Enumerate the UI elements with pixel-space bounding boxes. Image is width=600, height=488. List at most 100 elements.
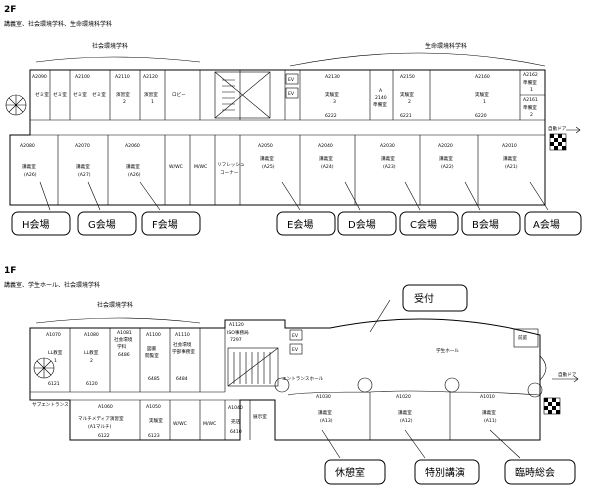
venue-b: B会場 — [461, 181, 521, 236]
svg-text:A2040: A2040 — [318, 143, 333, 149]
svg-text:1: 1 — [483, 99, 486, 105]
restroom-w-2f: W/WC — [169, 164, 183, 170]
svg-text:講義室: 講義室 — [398, 409, 412, 416]
svg-text:講義室: 講義室 — [482, 409, 496, 416]
venue-d: D会場 — [337, 181, 397, 236]
svg-text:受付: 受付 — [414, 292, 434, 305]
entrance-hall: エントランスホール — [282, 376, 324, 382]
floor2-dept-social: 社会環境学科 — [92, 42, 128, 50]
room-a1070: A1070 LL教室 1 6121 — [46, 332, 63, 387]
svg-text:A会場: A会場 — [533, 218, 560, 231]
svg-text:2: 2 — [408, 99, 411, 105]
svg-text:6485: 6485 — [148, 376, 160, 382]
stairwell-2f — [214, 71, 271, 119]
venue-g: G会場 — [77, 181, 137, 236]
svg-text:(A27): (A27) — [78, 172, 91, 178]
svg-text:ゼミ室: ゼミ室 — [92, 91, 106, 98]
svg-text:A: A — [379, 88, 383, 94]
lecture-a2010: A2010 講義室 (A21) — [502, 143, 518, 170]
svg-text:学部事務室: 学部事務室 — [172, 348, 195, 355]
svg-text:前庭: 前庭 — [518, 334, 528, 341]
floor1-dept-social: 社会環境学科 — [97, 301, 133, 309]
floor2-subtitle: 講義室、社会環境学科、生命環境科学科 — [4, 20, 112, 28]
svg-text:LL教室: LL教室 — [84, 349, 99, 356]
svg-text:2: 2 — [123, 99, 126, 105]
callout-rest: 休憩室 — [321, 429, 386, 485]
callout-special: 特別講演 — [404, 429, 480, 485]
svg-text:ISO事務局: ISO事務局 — [227, 329, 249, 336]
svg-text:(A24): (A24) — [321, 164, 334, 170]
lobby-2f: ロビー — [172, 91, 186, 98]
svg-text:A1081: A1081 — [117, 330, 132, 336]
svg-text:2: 2 — [90, 358, 93, 364]
room-a2162: A2162 準備室 1 — [523, 72, 538, 93]
room-a2160: A2160 実験室 1 6220 — [475, 74, 490, 119]
svg-text:社会環境: 社会環境 — [173, 341, 192, 348]
room-a1060: A1060 マルチメディア演習室 (A1マルチ) 6122 — [78, 404, 124, 439]
lecture-a2080: A2080 講義室 (A26) — [20, 143, 37, 178]
svg-text:学科: 学科 — [117, 343, 127, 350]
svg-text:A1070: A1070 — [46, 332, 61, 338]
svg-text:A2080: A2080 — [20, 143, 35, 149]
room-a1040: A1040 売店 6410 — [228, 405, 243, 435]
lecture-a1010: A1010 講義室 (A11) — [480, 394, 497, 424]
svg-text:H会場: H会場 — [22, 218, 50, 231]
svg-text:売店: 売店 — [231, 418, 241, 425]
room-a2140: A 2140 準備室 — [373, 88, 387, 108]
elevator-2f-1 — [285, 73, 299, 85]
svg-text:A2120: A2120 — [143, 74, 158, 80]
svg-text:3: 3 — [333, 99, 336, 105]
lecture-a2070: A2070 講義室 (A27) — [75, 143, 91, 178]
svg-text:A2160: A2160 — [475, 74, 490, 80]
floor2-dept-life: 生命環境科学科 — [425, 42, 467, 50]
svg-text:6222: 6222 — [325, 113, 337, 119]
room-a1080: A1080 LL教室 2 6120 — [84, 332, 99, 387]
svg-text:コーナー: コーナー — [220, 170, 239, 176]
svg-text:(A22): (A22) — [441, 164, 454, 170]
svg-text:6410: 6410 — [230, 429, 242, 435]
svg-text:A2161: A2161 — [523, 97, 538, 103]
venue-e: E会場 — [276, 181, 336, 236]
lecture-a2060: A2060 講義室 (A26) — [125, 143, 141, 178]
room-a1100: A1100 図書 閲覧室 6485 — [145, 332, 161, 382]
floor2-title: 2F — [4, 5, 16, 15]
exit-1f-label: 自動ドア — [558, 371, 577, 378]
room-a2161: A2161 準備室 2 — [523, 97, 538, 118]
floor1-title: 1F — [4, 266, 16, 276]
checker-2f — [549, 133, 567, 151]
svg-text:EV: EV — [292, 347, 299, 353]
dept-social-bracket — [35, 56, 201, 63]
svg-text:講義室: 講義室 — [319, 155, 333, 162]
svg-text:A2100: A2100 — [75, 74, 90, 80]
front-garden — [513, 328, 539, 348]
svg-text:A1060: A1060 — [98, 404, 113, 410]
lecture-a2020: A2020 講義室 (A22) — [438, 143, 454, 170]
column-3 — [444, 377, 460, 393]
restroom-w-1f: W/WC — [173, 421, 187, 427]
svg-text:2140: 2140 — [375, 95, 387, 101]
spiral-stair-1f — [33, 357, 55, 379]
svg-text:(A13): (A13) — [320, 418, 333, 424]
svg-text:6220: 6220 — [475, 113, 487, 119]
svg-text:A2090: A2090 — [32, 74, 47, 80]
svg-text:(A25): (A25) — [262, 164, 275, 170]
svg-text:ゼミ室: ゼミ室 — [53, 91, 67, 98]
svg-text:(A23): (A23) — [383, 164, 396, 170]
svg-text:A2060: A2060 — [125, 143, 140, 149]
elevator-1f-2 — [289, 343, 303, 355]
svg-text:講義室: 講義室 — [126, 163, 140, 170]
stairwell-1f — [227, 347, 279, 387]
svg-text:LL教室: LL教室 — [48, 349, 63, 356]
svg-text:D会場: D会場 — [348, 218, 376, 231]
exit-2f-label: 自動ドア — [548, 125, 567, 132]
venue-h: H会場 — [11, 181, 71, 236]
svg-text:社会環境: 社会環境 — [114, 336, 133, 343]
svg-text:A2010: A2010 — [502, 143, 517, 149]
svg-text:EV: EV — [288, 77, 295, 83]
svg-text:閲覧室: 閲覧室 — [145, 352, 159, 359]
room-a2100: A2100 ゼミ室 ゼミ室 — [73, 74, 106, 98]
svg-text:6121: 6121 — [48, 381, 60, 387]
svg-text:(A11): (A11) — [484, 418, 497, 424]
svg-text:E会場: E会場 — [287, 218, 313, 231]
